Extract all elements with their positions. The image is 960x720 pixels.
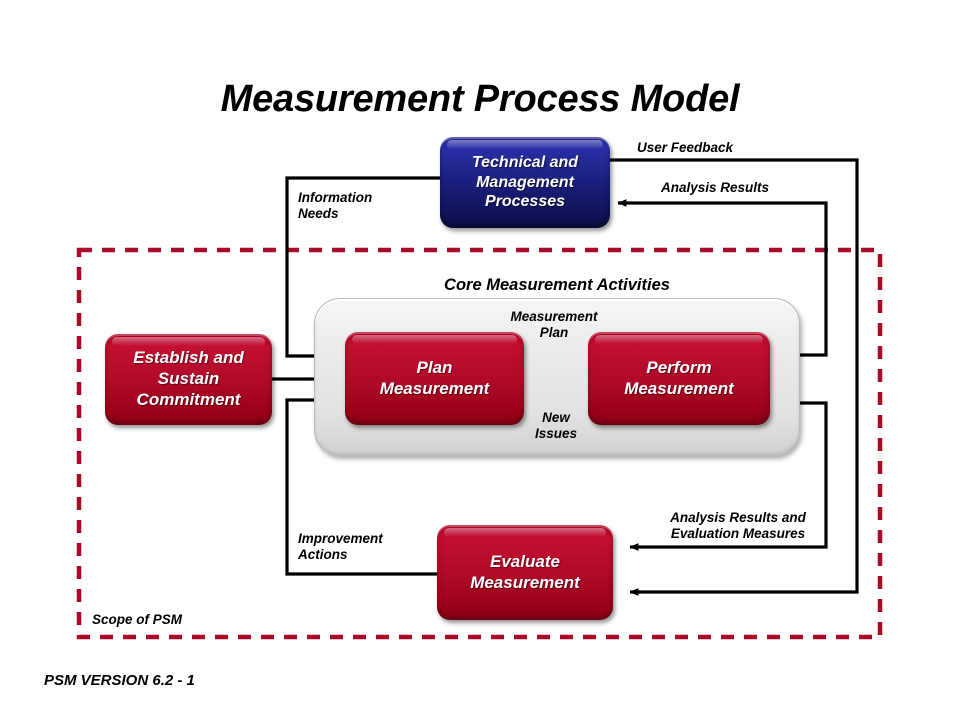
label-analysis-results-evaluation-measures: Analysis Results and Evaluation Measures xyxy=(670,510,806,541)
node-evaluate-measurement[interactable]: Evaluate Measurement xyxy=(437,525,613,620)
node-plan-measurement[interactable]: Plan Measurement xyxy=(345,332,524,425)
edge-information-needs xyxy=(285,176,440,360)
label-user-feedback: User Feedback xyxy=(637,140,734,155)
node-technical-management-processes[interactable]: Technical and Management Processes xyxy=(440,137,610,228)
node-perform-measurement[interactable]: Perform Measurement xyxy=(588,332,770,425)
core-measurement-activities-title: Core Measurement Activities xyxy=(444,276,670,294)
scope-of-psm-boundary xyxy=(76,247,883,640)
label-new-issues: New Issues xyxy=(534,410,578,441)
page-title: Measurement Process Model xyxy=(220,78,740,120)
node-establish-sustain-commitment[interactable]: Establish and Sustain Commitment xyxy=(105,334,272,425)
label-measurement-plan: Measurement Plan xyxy=(510,309,598,340)
label-improvement-actions: Improvement Actions xyxy=(298,531,383,562)
edge-improvement-actions xyxy=(285,396,437,576)
label-information-needs: Information Needs xyxy=(298,190,373,221)
label-analysis-results: Analysis Results xyxy=(661,180,770,195)
edge-user-feedback xyxy=(610,158,859,596)
scope-of-psm-label: Scope of PSM xyxy=(92,612,183,627)
version-footer: PSM VERSION 6.2 - 1 xyxy=(44,672,195,689)
